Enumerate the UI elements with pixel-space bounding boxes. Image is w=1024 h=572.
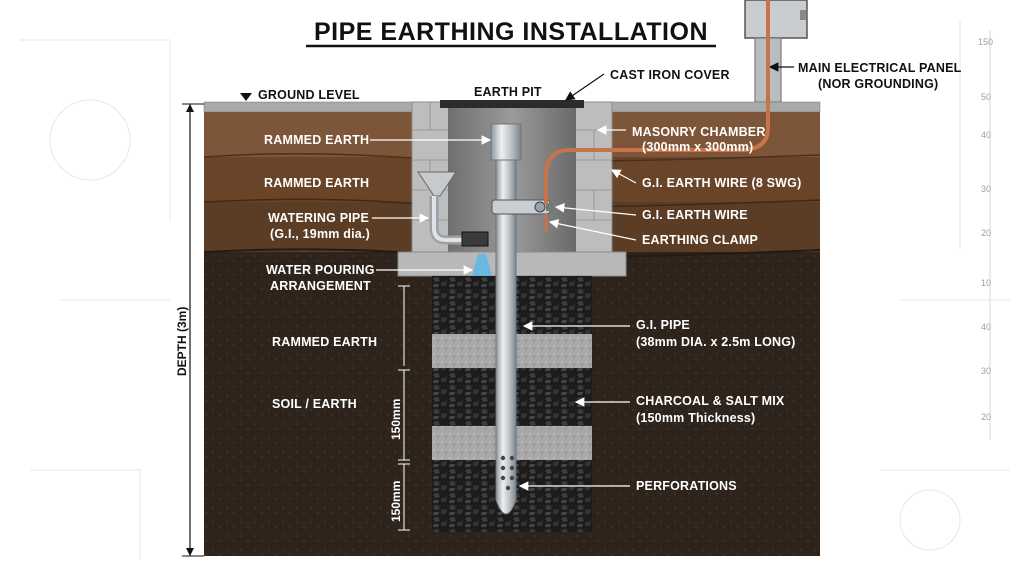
main-panel-label: MAIN ELECTRICAL PANEL bbox=[798, 61, 962, 75]
gi-pipe-label: G.I. PIPE bbox=[636, 318, 690, 332]
ruler-tick: 20 bbox=[981, 412, 991, 422]
ruler-tick: 50 bbox=[981, 92, 991, 102]
depth-label: DEPTH (3m) bbox=[175, 307, 189, 376]
ruler-tick: 20 bbox=[981, 228, 991, 238]
perforations-label: PERFORATIONS bbox=[636, 479, 737, 493]
cast-iron-cover bbox=[440, 100, 584, 108]
side-ruler: 150 50 40 30 20 10 40 30 20 bbox=[978, 30, 993, 440]
depth-dimension: DEPTH (3m) bbox=[175, 103, 204, 557]
rammed-earth-label: RAMMED EARTH bbox=[264, 133, 369, 147]
ruler-tick: 10 bbox=[981, 278, 991, 288]
earthing-clamp-label: EARTHING CLAMP bbox=[642, 233, 758, 247]
main-panel-sublabel: (NOR GROUNDING) bbox=[818, 77, 938, 91]
gi-pipe bbox=[490, 123, 522, 515]
cast-iron-cover-label: CAST IRON COVER bbox=[610, 68, 730, 82]
background-blueprint bbox=[20, 20, 1010, 560]
masonry-chamber-label: MASONRY CHAMBER bbox=[632, 125, 766, 139]
masonry-chamber-sublabel: (300mm x 300mm) bbox=[642, 140, 753, 154]
rammed-earth-label: RAMMED EARTH bbox=[272, 335, 377, 349]
gi-pipe-sublabel: (38mm DIA. x 2.5m LONG) bbox=[636, 335, 796, 349]
dim-150-label: 150mm bbox=[389, 399, 403, 440]
ruler-tick: 40 bbox=[981, 322, 991, 332]
soil-earth-label: SOIL / EARTH bbox=[272, 397, 357, 411]
ruler-tick: 30 bbox=[981, 184, 991, 194]
ruler-tick: 150 bbox=[978, 37, 993, 47]
charcoal-salt-sublabel: (150mm Thickness) bbox=[636, 411, 755, 425]
ruler-tick: 30 bbox=[981, 366, 991, 376]
gi-earth-wire-label: G.I. EARTH WIRE bbox=[642, 208, 748, 222]
watering-pipe-label: WATERING PIPE bbox=[268, 211, 369, 225]
earthing-clamp bbox=[491, 199, 554, 215]
thickness-dimension-1: 150mm bbox=[389, 369, 410, 461]
gi-earth-wire-8swg-label: G.I. EARTH WIRE (8 SWG) bbox=[642, 176, 801, 190]
water-pouring-sublabel: ARRANGEMENT bbox=[270, 279, 371, 293]
earth-pit-label: EARTH PIT bbox=[474, 85, 542, 99]
charcoal-salt-label: CHARCOAL & SALT MIX bbox=[636, 394, 785, 408]
earth-wire bbox=[544, 102, 770, 204]
ruler-tick: 40 bbox=[981, 130, 991, 140]
water-drip bbox=[472, 254, 492, 276]
thickness-dimension-2: 150mm bbox=[389, 463, 410, 531]
rammed-earth-label: RAMMED EARTH bbox=[264, 176, 369, 190]
main-electrical-panel bbox=[744, 0, 808, 103]
water-pouring-label: WATER POURING bbox=[266, 263, 375, 277]
ground-level-marker: GROUND LEVEL bbox=[240, 88, 360, 102]
page-title: PIPE EARTHING INSTALLATION bbox=[314, 18, 708, 46]
ground-level-label: GROUND LEVEL bbox=[258, 88, 360, 102]
watering-pipe bbox=[417, 171, 489, 247]
dim-150-label: 150mm bbox=[389, 481, 403, 522]
watering-pipe-sublabel: (G.I., 19mm dia.) bbox=[270, 227, 370, 241]
